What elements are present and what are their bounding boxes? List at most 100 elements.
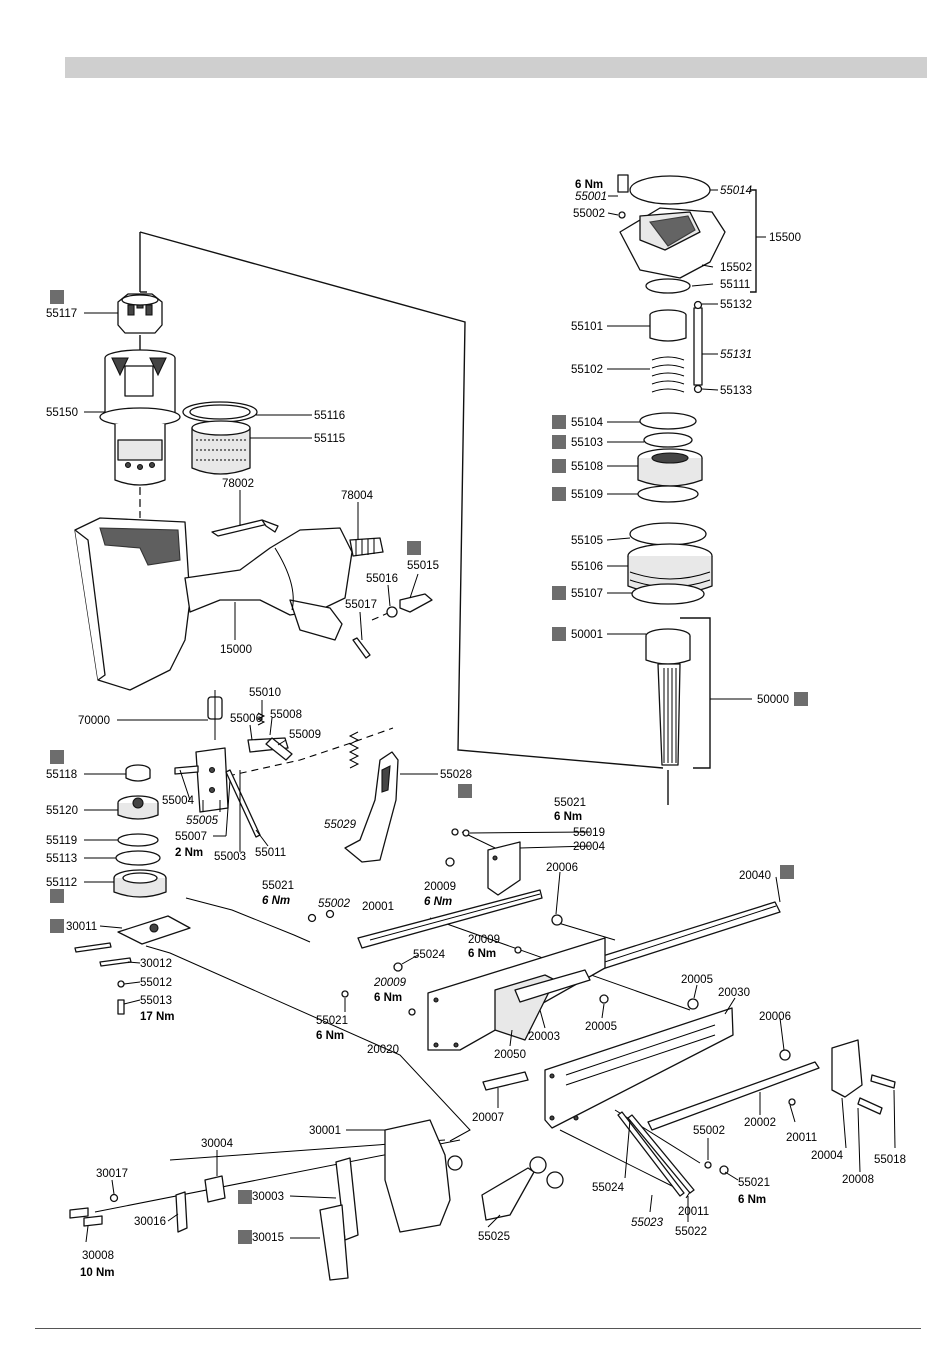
- label-55008: 55008: [270, 709, 302, 721]
- part-55104-ring: [639, 412, 697, 430]
- label-55113: 55113: [46, 853, 77, 865]
- label-55021-b: 55021: [316, 1015, 348, 1027]
- marker-55103: [552, 435, 566, 449]
- label-55015: 55015: [407, 560, 439, 572]
- label-20009-c-torque: 6 Nm: [374, 992, 402, 1004]
- part-20030-side-plate: [544, 1007, 734, 1129]
- header-bar: [65, 57, 927, 78]
- part-15500-cap-assembly: [617, 174, 726, 294]
- label-20008: 20008: [842, 1174, 874, 1186]
- label-15000: 15000: [220, 644, 252, 656]
- label-30008-torque: 10 Nm: [80, 1267, 115, 1279]
- label-50001: 50001: [571, 629, 603, 641]
- label-55019: 55019: [573, 827, 605, 839]
- marker-55118: [50, 750, 64, 764]
- part-55017-pin: [352, 637, 371, 659]
- label-20009-b-torque: 6 Nm: [468, 948, 496, 960]
- part-labels: 55117 55150 55116 55115 78002 78004 5501…: [46, 179, 906, 1279]
- part-55014-seal: [629, 175, 711, 205]
- label-20011-a: 20011: [786, 1132, 817, 1144]
- marker-55109: [552, 487, 566, 501]
- label-55116: 55116: [314, 410, 345, 422]
- part-30004-30016-bracket: [69, 1175, 226, 1233]
- label-55132: 55132: [720, 299, 752, 311]
- label-20050: 20050: [494, 1049, 526, 1061]
- label-55010: 55010: [249, 687, 281, 699]
- label-30001: 30001: [309, 1125, 341, 1137]
- part-78002-hex-key: [211, 519, 279, 537]
- footer-rule: [35, 1328, 921, 1329]
- marker-55112: [50, 889, 64, 903]
- fasteners-rails: [341, 828, 896, 1197]
- label-55012: 55012: [140, 977, 172, 989]
- part-55113-ring: [115, 850, 161, 866]
- label-20004-a: 20004: [573, 841, 606, 853]
- label-15502: 15502: [720, 262, 752, 274]
- label-55004: 55004: [162, 795, 195, 807]
- marker-55117: [50, 290, 64, 304]
- label-55002-b: 55002: [693, 1125, 725, 1137]
- label-55021-d: 55021: [554, 797, 586, 809]
- label-20006-b: 20006: [759, 1011, 791, 1023]
- label-55024-a: 55024: [413, 949, 446, 961]
- label-50000: 50000: [757, 694, 789, 706]
- label-55013-torque: 17 Nm: [140, 1011, 175, 1023]
- label-55117: 55117: [46, 308, 77, 320]
- part-20002-rail: [647, 1061, 820, 1131]
- label-20004-b: 20004: [811, 1150, 844, 1162]
- label-55018: 55018: [874, 1154, 906, 1166]
- marker-50001: [552, 627, 566, 641]
- marker-30015: [238, 1230, 252, 1244]
- label-55101: 55101: [571, 321, 603, 333]
- marker-30011: [50, 919, 64, 933]
- label-55109: 55109: [571, 489, 603, 501]
- part-55103-ring: [643, 432, 693, 448]
- label-30017: 30017: [96, 1168, 128, 1180]
- label-55014: 55014: [720, 185, 752, 197]
- label-20020: 20020: [367, 1044, 399, 1056]
- part-55107-ring: [631, 583, 705, 605]
- label-30016: 30016: [134, 1216, 166, 1228]
- part-55131-rod: [693, 300, 703, 394]
- label-55112: 55112: [46, 877, 77, 889]
- part-55105-ring: [629, 522, 707, 546]
- label-55150: 55150: [46, 407, 78, 419]
- part-55028-arm: [344, 751, 399, 863]
- label-55107: 55107: [571, 588, 603, 600]
- label-55106: 55106: [571, 561, 603, 573]
- label-55007: 55007: [175, 831, 207, 843]
- label-55115: 55115: [314, 433, 345, 445]
- part-55150-cylinder-body: [99, 349, 181, 486]
- part-20004-bracket: [487, 841, 521, 896]
- label-55009: 55009: [289, 729, 321, 741]
- label-15500: 15500: [769, 232, 801, 244]
- part-30003-30015-drivers: [319, 1157, 359, 1281]
- label-55024-b: 55024: [592, 1182, 625, 1194]
- label-55017: 55017: [345, 599, 377, 611]
- part-55112-bushing: [113, 869, 167, 898]
- label-55003: 55003: [214, 851, 246, 863]
- label-30008: 30008: [82, 1250, 114, 1262]
- part-55109-ring: [637, 485, 699, 503]
- label-55120: 55120: [46, 805, 78, 817]
- part-55015-latch: [399, 593, 433, 613]
- marker-55028: [458, 784, 472, 798]
- label-55011: 55011: [255, 847, 286, 859]
- part-70000-valve: [207, 690, 223, 740]
- label-30012: 30012: [140, 958, 172, 970]
- marker-55108: [552, 459, 566, 473]
- part-55102-spring: [651, 356, 685, 393]
- leader-lines: [84, 189, 896, 1243]
- label-55002-c: 55002: [573, 208, 605, 220]
- part-78004-fitting: [349, 537, 384, 557]
- part-30011-plate: [74, 915, 191, 1015]
- label-55103: 55103: [571, 437, 603, 449]
- label-55021-a: 55021: [262, 880, 294, 892]
- marker-55107: [552, 586, 566, 600]
- label-20003: 20003: [528, 1031, 560, 1043]
- label-20040: 20040: [739, 870, 771, 882]
- part-55117-cap: [117, 293, 163, 334]
- part-55016-spring: [386, 606, 398, 618]
- marker-50000: [794, 692, 808, 706]
- label-20005-b: 20005: [681, 974, 713, 986]
